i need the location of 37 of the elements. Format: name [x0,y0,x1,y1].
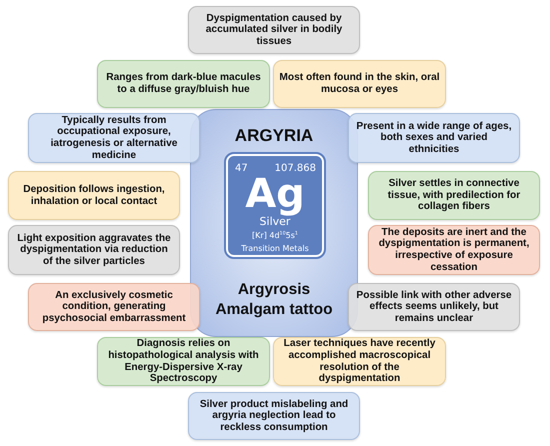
element-name: Silver [260,216,290,227]
note-card [348,283,520,331]
note-card [8,171,180,220]
card-text: Possible link with other adverse effects seems unlikely, but remains unclear [355,290,513,324]
card-text: Silver settles in connective tissue, with predilection for collagen fibers [386,178,522,213]
note-card [188,392,360,440]
synonym-text: Argyrosis [236,281,312,299]
card-text: Deposition follows ingestion, inhalation or local contact [22,184,166,208]
card-text: Dyspigmentation caused by accumulated silver in bodily tissues [204,12,344,48]
element-symbol: Ag [244,174,305,214]
note-card [8,225,180,275]
note-card [348,113,520,163]
note-card [368,171,540,220]
card-text: Typically results from occupational exposure, iatrogenesis or alternative medicine [50,114,178,162]
atomic-mass: 107.868 [274,164,316,174]
note-card [28,283,200,331]
card-text: Ranges from dark-blue macules to a diffuse gray/bluish hue [105,72,262,96]
note-card [28,113,200,163]
card-text: Laser techniques have recently accomplished macroscopical resolution of the dyspigmentation [282,338,436,385]
card-text: An exclusively cosmetic condition, generating psychosocial embarrassment [41,290,187,324]
element-tile [226,154,324,257]
card-text: Light exposition aggravates the dyspigmentation via reduction of the silver particles [16,232,172,268]
card-text: Silver product mislabeling and argyria neglection lead to reckless consumption [198,398,350,434]
card-text: Diagnosis relies on histopathological analysis with Energy-Dispersive X-ray Spectroscopy [107,338,260,385]
note-card [273,60,446,108]
note-card [97,337,270,386]
atomic-number: 47 [235,164,248,174]
center-panel [190,109,358,337]
note-card [188,6,360,54]
center-title: ARGYRIA [234,126,314,146]
synonym-text: Amalgam tattoo [214,301,334,319]
card-text: Present in a wide range of ages, both sexes and varied ethnicities [355,120,513,156]
note-card [368,225,540,275]
card-text: The deposits are inert and the dyspigmentation is permanent, irrespective of exposure cessation [378,226,530,274]
card-text: Most often found in the skin, oral mucosa or eyes [279,72,440,96]
note-card [97,60,270,108]
element-category: Transition Metals [240,245,310,253]
